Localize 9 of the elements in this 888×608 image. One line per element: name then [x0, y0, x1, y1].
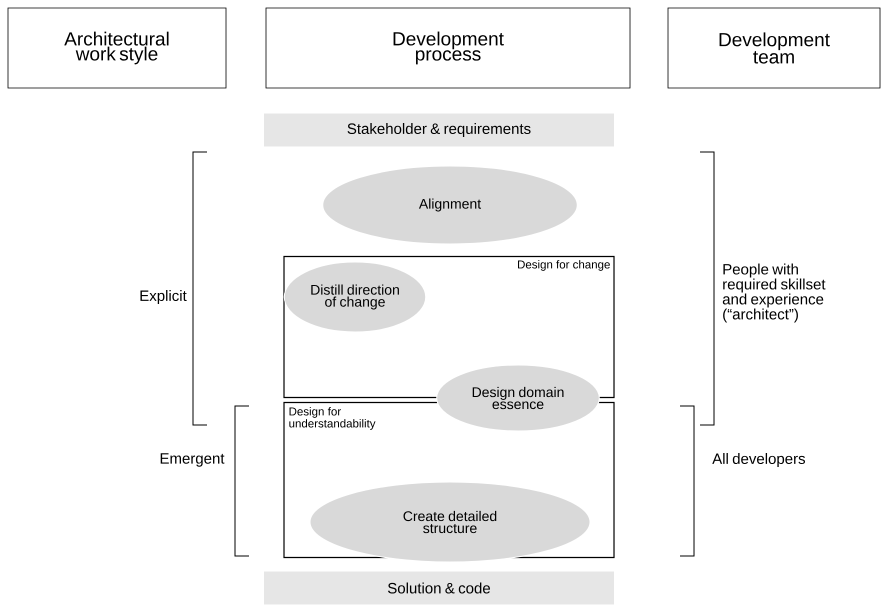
header-box: Development process	[266, 8, 630, 88]
header-box: Development team	[668, 8, 880, 88]
header-box: Architectural work style	[8, 8, 226, 88]
side-label: Explicit	[140, 290, 187, 304]
side-label: Emergent	[160, 453, 224, 467]
band: Stakeholder & requirements	[264, 114, 614, 146]
side-label: All developers	[712, 453, 806, 467]
side-label: People with required skillset and experience (“architect”)	[722, 264, 826, 322]
band: Solution & code	[264, 572, 614, 604]
